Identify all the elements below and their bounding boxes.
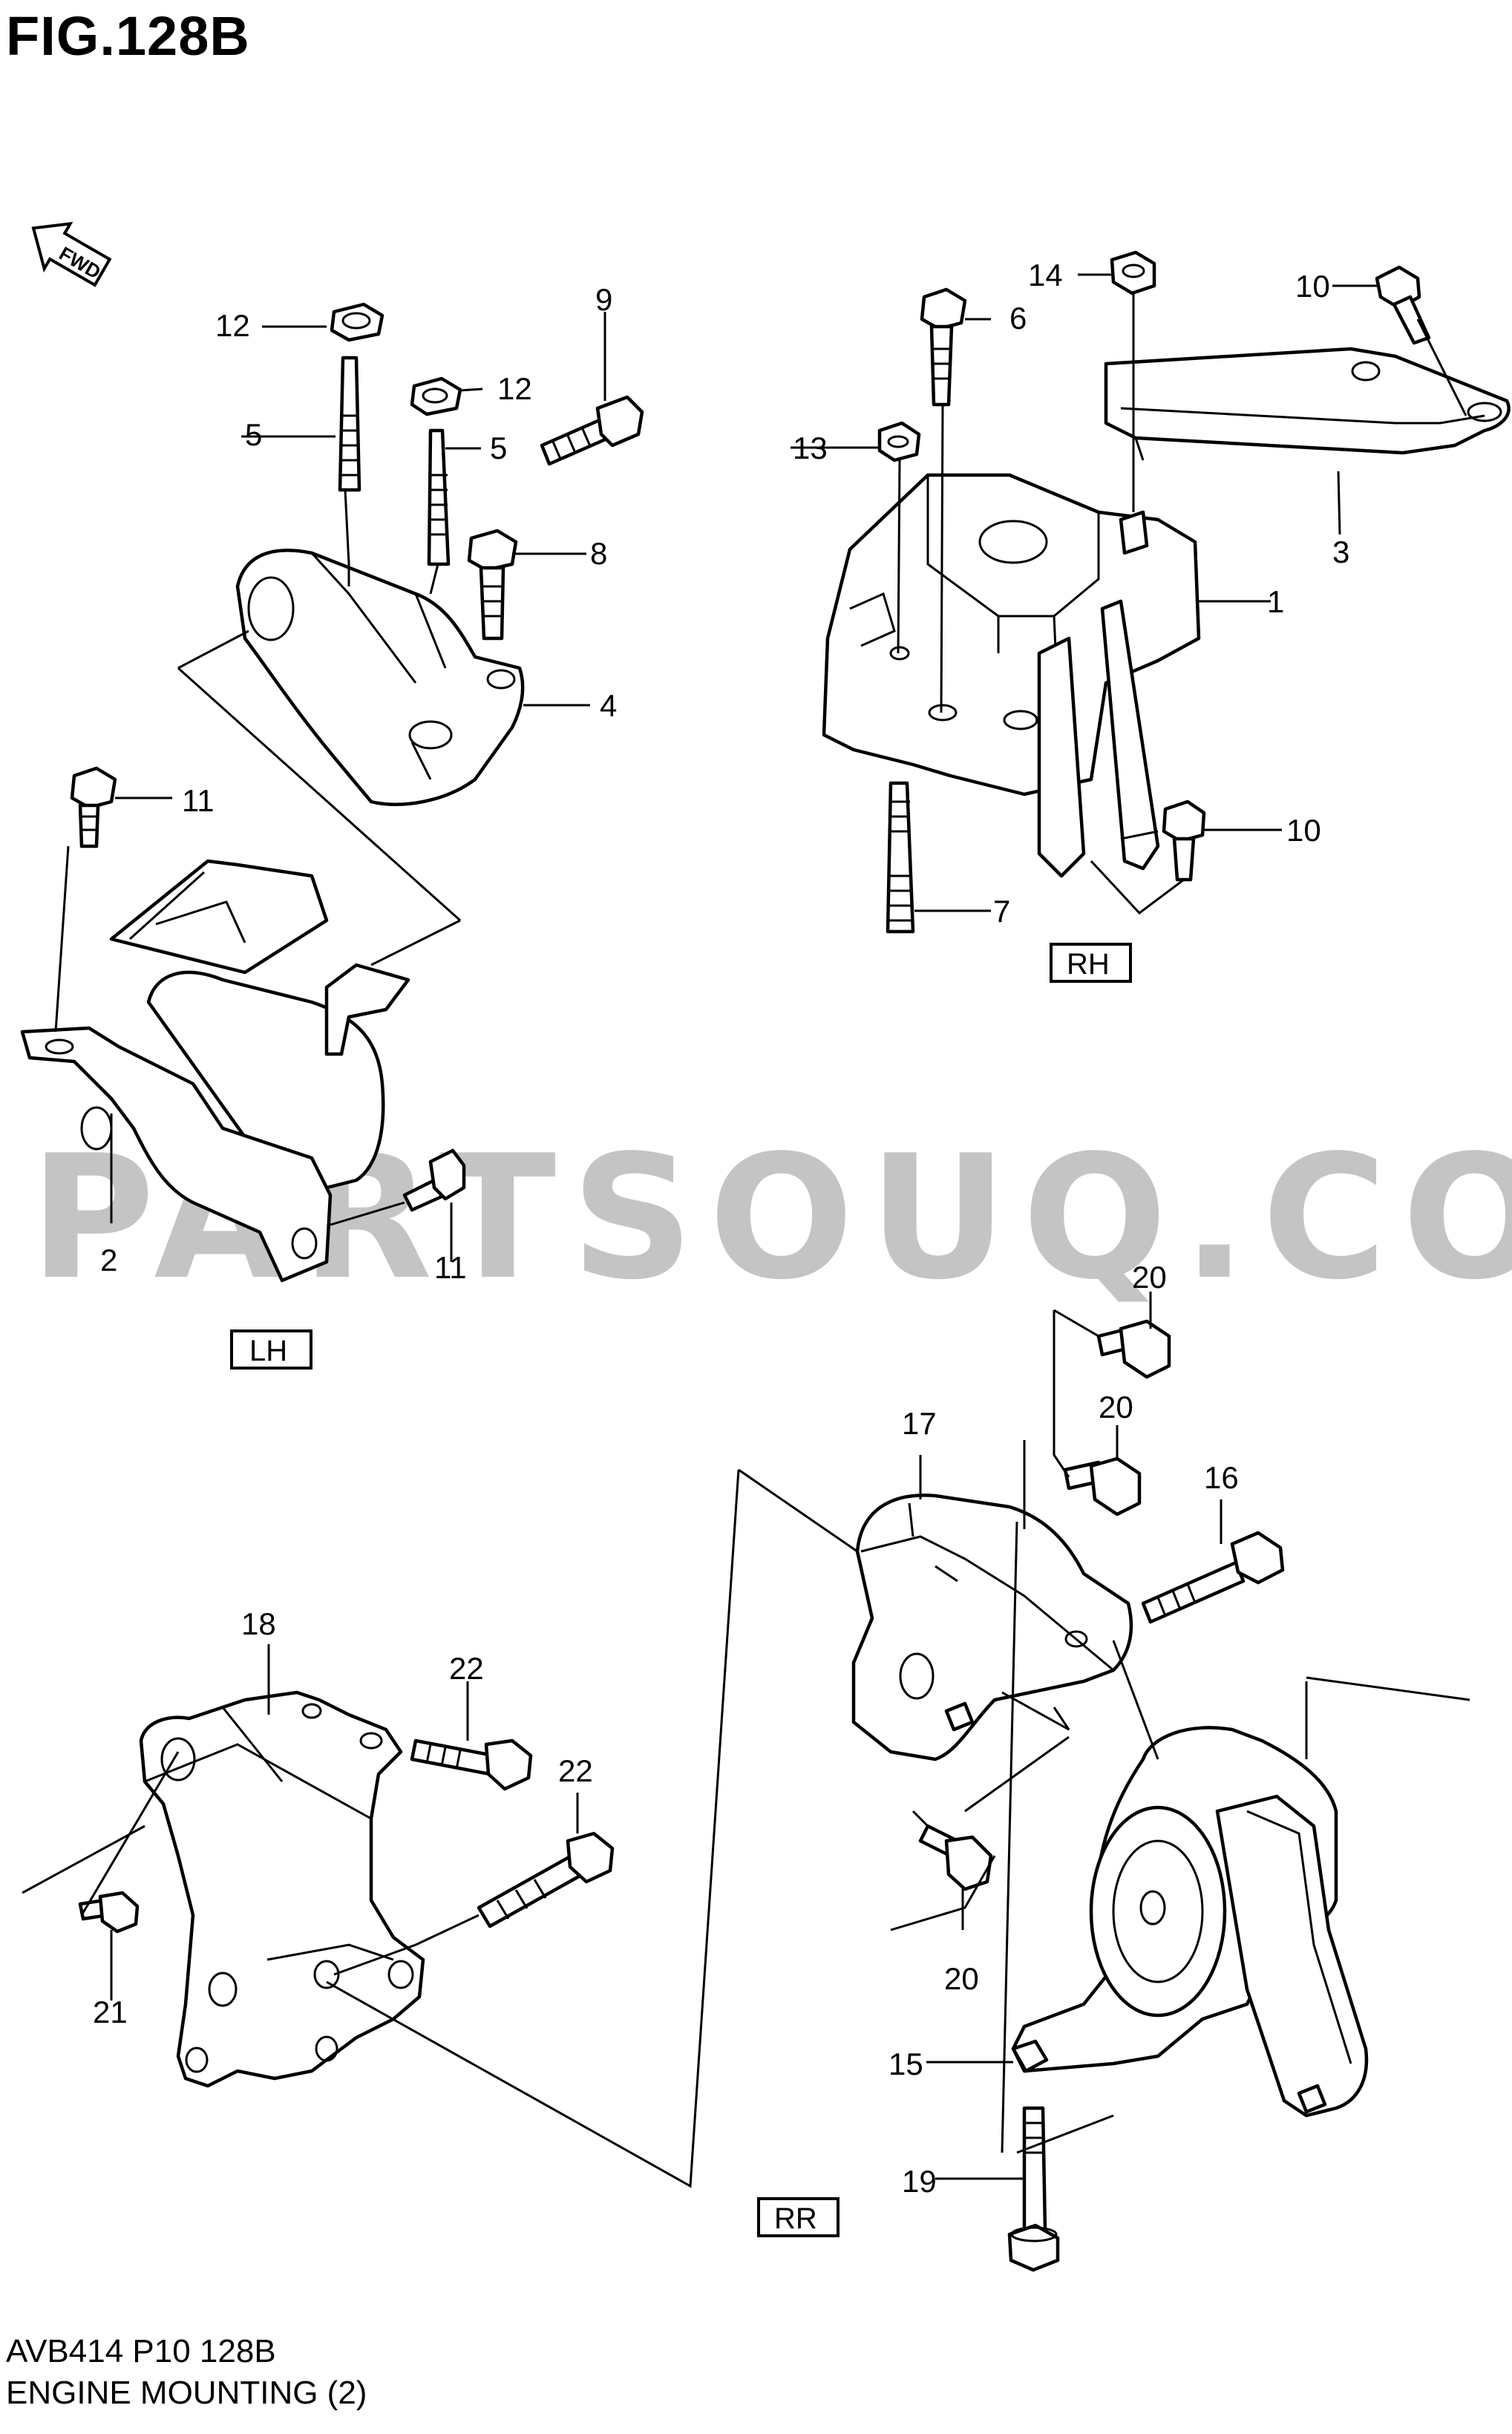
view-box-rh xyxy=(1050,943,1132,983)
bracket-4 xyxy=(235,549,525,806)
bolt-8 xyxy=(467,529,518,641)
callout-12a: 12 xyxy=(215,308,250,343)
callout-19: 19 xyxy=(902,2164,937,2199)
callout-10a: 10 xyxy=(1295,269,1330,304)
bolt-10a xyxy=(1375,265,1431,345)
callout-12b: 12 xyxy=(497,371,532,406)
bolt-9 xyxy=(540,395,644,466)
callout-2: 2 xyxy=(100,1243,117,1277)
callout-5a: 5 xyxy=(245,417,262,452)
callout-21: 21 xyxy=(93,1995,128,2029)
callout-1: 1 xyxy=(1267,584,1284,619)
bolt-16 xyxy=(1141,1531,1285,1624)
bolt-10b xyxy=(1162,799,1206,882)
bolt-6 xyxy=(920,287,967,407)
callout-11a: 11 xyxy=(182,783,215,818)
bolt-22b xyxy=(477,1831,615,1928)
nut-14 xyxy=(1110,250,1156,295)
nut-13 xyxy=(877,421,921,462)
bolt-11b xyxy=(402,1148,466,1212)
bracket-17 xyxy=(851,1494,1133,1761)
callout-3: 3 xyxy=(1332,534,1349,569)
callout-22b: 22 xyxy=(558,1753,593,1788)
callout-14: 14 xyxy=(1028,258,1063,292)
stud-5a xyxy=(338,356,361,492)
bolt-11a xyxy=(70,766,117,848)
mount-2 xyxy=(20,859,410,1283)
callout-16: 16 xyxy=(1204,1460,1239,1495)
view-box-lh xyxy=(230,1329,312,1370)
bolt-19 xyxy=(1007,2106,1060,2272)
bolt-20a xyxy=(1096,1319,1171,1379)
callout-20b: 20 xyxy=(1099,1390,1133,1424)
figure-title: FIG.128B xyxy=(6,5,250,67)
footer-code: AVB414 P10 128B xyxy=(6,2333,276,2369)
mount-1 xyxy=(822,473,1201,878)
stud-5b xyxy=(427,428,451,566)
callout-17: 17 xyxy=(902,1406,937,1441)
nut-12b xyxy=(410,376,462,416)
view-label-rr: RR xyxy=(774,2202,817,2235)
callout-4: 4 xyxy=(600,688,617,723)
callout-20c: 20 xyxy=(944,1961,979,1996)
bracket-18 xyxy=(139,1690,425,2088)
nut-12a xyxy=(330,302,384,342)
view-box-rr xyxy=(757,2197,840,2237)
callout-5b: 5 xyxy=(490,431,507,465)
bolt-22a xyxy=(410,1738,533,1791)
mount-15 xyxy=(1011,1726,1369,2118)
bolt-21 xyxy=(78,1891,140,1934)
callout-10b: 10 xyxy=(1286,813,1321,848)
fwd-arrow-icon: FWD xyxy=(31,221,112,287)
callout-20a: 20 xyxy=(1132,1260,1167,1295)
callout-15: 15 xyxy=(888,2047,923,2081)
bolt-20c xyxy=(918,1824,993,1891)
view-label-lh: LH xyxy=(249,1335,287,1367)
callout-22a: 22 xyxy=(449,1651,484,1686)
bolt-20b xyxy=(1063,1456,1142,1517)
callout-18: 18 xyxy=(241,1606,276,1641)
stud-7 xyxy=(886,781,915,934)
callout-7: 7 xyxy=(993,894,1010,929)
footer: AVB414 P10 128B ENGINE MOUNTING (2) xyxy=(6,2331,367,2414)
bracket-3 xyxy=(1104,347,1511,461)
footer-name: ENGINE MOUNTING (2) xyxy=(6,2375,367,2411)
callout-11b: 11 xyxy=(434,1250,467,1285)
callout-8: 8 xyxy=(590,536,607,571)
callout-9: 9 xyxy=(595,282,612,317)
callout-13: 13 xyxy=(793,431,828,465)
view-label-rh: RH xyxy=(1067,948,1110,981)
callout-6: 6 xyxy=(1009,301,1027,336)
